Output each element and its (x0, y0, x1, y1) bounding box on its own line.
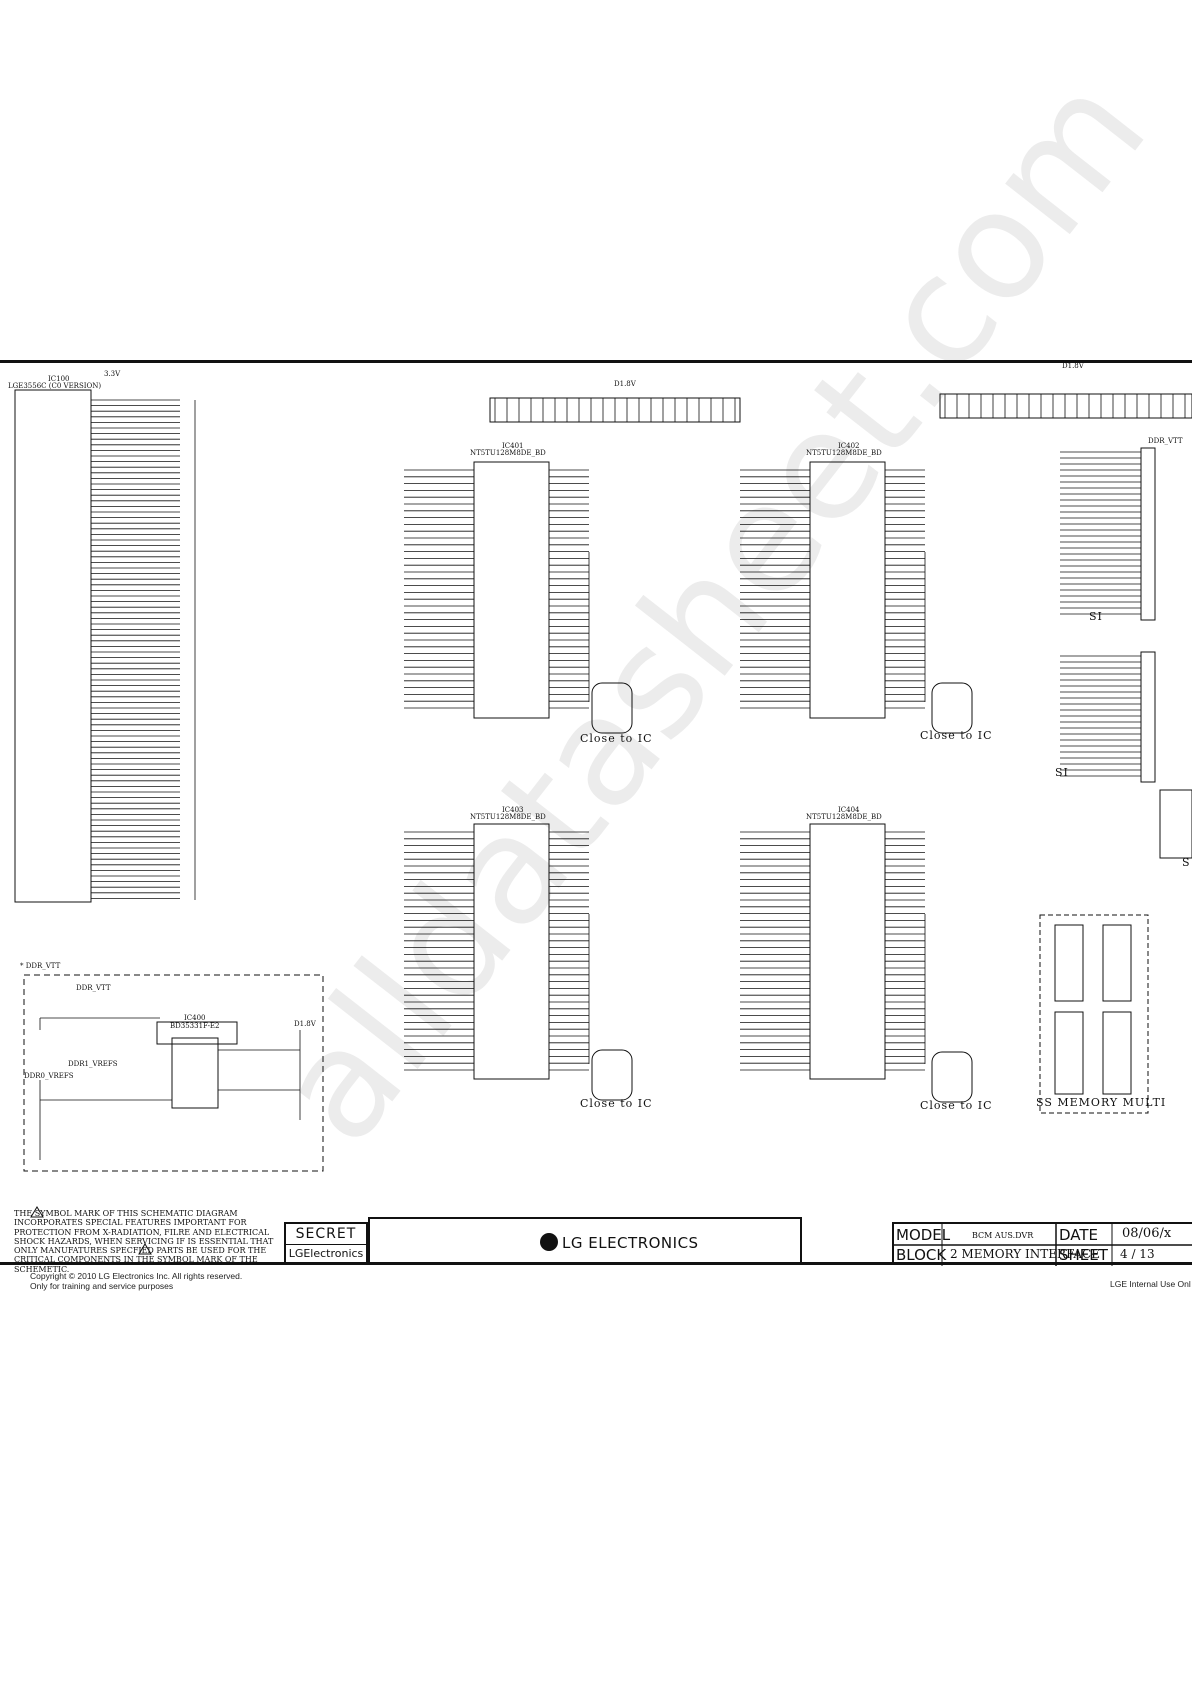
cap-row-b (939, 393, 1192, 419)
date-label: DATE (1059, 1226, 1099, 1244)
ic402-body (809, 461, 886, 719)
ddr-vtt-net: DDR_VTT (76, 984, 111, 992)
net-3v3: 3.3V (104, 370, 121, 378)
copyright-line: Copyright © 2010 LG Electronics Inc. All… (30, 1271, 243, 1281)
secret-company: LGElectronics (288, 1247, 364, 1260)
right-block (1159, 789, 1192, 859)
net-ddr-vtt-right: DDR_VTT (1148, 437, 1183, 445)
ic401-part: NT5TU128M8DE_BD (470, 449, 546, 457)
schematic-sheet-frame (0, 360, 1192, 1265)
ddr0-vrefs-net: DDR0_VREFS (24, 1072, 74, 1080)
ic404-body (809, 823, 886, 1080)
secret-box: SECRET LGElectronics (284, 1222, 368, 1264)
lg-logo-box (368, 1217, 802, 1264)
si-label-b: SI (1055, 766, 1069, 779)
rpack-top (1140, 447, 1156, 621)
ss-memory-box (1039, 914, 1149, 1114)
close-cap-4 (931, 1051, 973, 1103)
vtt-d18v-net: D1.8V (294, 1020, 316, 1028)
warning-triangle-icon-2 (138, 1243, 152, 1255)
block-value: 2 MEMORY INTERFACE (950, 1247, 1100, 1261)
ic401-ref: IC401 (502, 442, 524, 450)
secret-label: SECRET (286, 1224, 366, 1245)
ic401-body (473, 461, 550, 719)
block-label: BLOCK (896, 1246, 947, 1264)
model-value: BCM AUS.DVR (972, 1231, 1034, 1240)
ic400-header (156, 1021, 238, 1045)
ic402-ref: IC402 (838, 442, 860, 450)
close-cap-2 (931, 682, 973, 734)
ddr-vtt-section-title: * DDR_VTT (20, 962, 61, 970)
net-d18v-a: D1.8V (614, 380, 636, 388)
ddr1-vrefs-net: DDR1_VREFS (68, 1060, 118, 1068)
close-to-ic-1: Close to IC (580, 732, 653, 745)
ic400-ref: IC400 (184, 1014, 206, 1022)
ss-chip-3 (1054, 1011, 1084, 1095)
title-block: MODEL BCM AUS.DVR DATE 08/06/x BLOCK 2 M… (892, 1222, 1192, 1266)
internal-use-label: LGE Internal Use Onl (1110, 1279, 1191, 1289)
copyright-footer: Copyright © 2010 LG Electronics Inc. All… (30, 1271, 242, 1291)
sheet-value: 4 / 13 (1120, 1247, 1155, 1261)
ic403-body (473, 823, 550, 1080)
ic404-ref: IC404 (838, 806, 860, 814)
training-line: Only for training and service purposes (30, 1281, 174, 1291)
s-label-c: S (1182, 856, 1191, 869)
lg-logo-text: LG ELECTRONICS (562, 1234, 699, 1252)
ic400-part: BD35331F-E2 (170, 1022, 220, 1030)
ic100-body (14, 389, 92, 903)
close-to-ic-4: Close to IC (920, 1099, 993, 1112)
date-value: 08/06/x (1122, 1226, 1172, 1241)
ic100-ref: IC100 (48, 375, 70, 383)
ss-memory-title: SS MEMORY MULTI (1036, 1096, 1167, 1109)
rpack-bottom (1140, 651, 1156, 783)
net-d18v-b: D1.8V (1062, 362, 1084, 370)
close-cap-3 (591, 1049, 633, 1101)
ss-chip-4 (1102, 1011, 1132, 1095)
ddr-vtt-box (23, 974, 324, 1172)
ic402-part: NT5TU128M8DE_BD (806, 449, 882, 457)
close-cap-1 (591, 682, 633, 734)
ss-chip-1 (1054, 924, 1084, 1002)
si-label-a: SI (1089, 610, 1103, 623)
ss-chip-2 (1102, 924, 1132, 1002)
cap-row-a (489, 397, 741, 423)
warning-text: THE SYMBOL MARK OF THIS SCHEMATIC DIAGRA… (14, 1209, 274, 1274)
ic100-part: LGE3556C (C0 VERSION) (8, 382, 102, 390)
sheet-label: SHEET (1059, 1246, 1108, 1264)
model-label: MODEL (896, 1226, 951, 1244)
ic403-ref: IC403 (502, 806, 524, 814)
ic404-part: NT5TU128M8DE_BD (806, 813, 882, 821)
close-to-ic-3: Close to IC (580, 1097, 653, 1110)
lg-logo-icon (540, 1233, 558, 1251)
ic403-part: NT5TU128M8DE_BD (470, 813, 546, 821)
ic400-body (171, 1037, 219, 1109)
close-to-ic-2: Close to IC (920, 729, 993, 742)
warning-triangle-icon (30, 1206, 44, 1218)
